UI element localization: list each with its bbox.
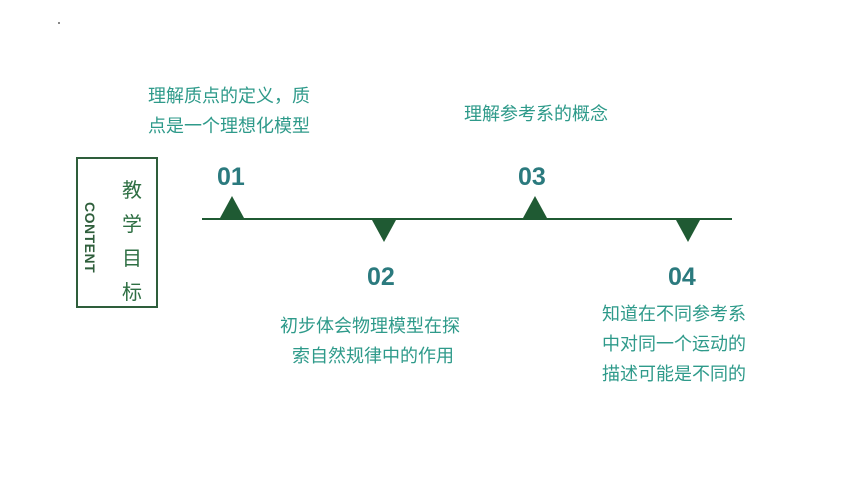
milestone-marker-1: [220, 196, 244, 218]
milestone-3-line-1: 理解参考系的概念: [464, 104, 608, 125]
milestone-marker-2: [372, 220, 396, 242]
goal-char-1: 教: [122, 178, 142, 202]
milestone-4-description: 知道在不同参考系 中对同一个运动的 描述可能是不同的: [602, 300, 746, 390]
milestone-3-number: 03: [518, 163, 546, 191]
milestone-2-line-2: 索自然规律中的作用: [292, 346, 454, 367]
milestone-3-description: 理解参考系的概念: [464, 100, 608, 130]
milestone-2-number: 02: [367, 263, 395, 291]
milestone-4-line-1: 知道在不同参考系: [602, 304, 746, 325]
decorative-dot: [58, 22, 60, 24]
goal-char-2: 学: [122, 212, 142, 236]
content-label: CONTENT: [82, 202, 98, 274]
milestone-1-line-1: 理解质点的定义，质: [148, 86, 310, 107]
goal-char-3: 目: [122, 246, 142, 270]
milestone-1-number: 01: [217, 163, 245, 191]
milestone-1-description: 理解质点的定义，质 点是一个理想化模型: [148, 82, 310, 142]
milestone-4-number: 04: [668, 263, 696, 291]
milestone-marker-3: [523, 196, 547, 218]
milestone-1-line-2: 点是一个理想化模型: [148, 116, 310, 137]
milestone-2-line-1: 初步体会物理模型在探: [280, 316, 460, 337]
milestone-marker-4: [676, 220, 700, 242]
timeline-line: [202, 218, 732, 220]
milestone-4-line-3: 描述可能是不同的: [602, 364, 746, 385]
section-label-box: [76, 157, 158, 308]
goal-char-4: 标: [122, 280, 142, 304]
milestone-4-line-2: 中对同一个运动的: [602, 334, 746, 355]
milestone-2-description: 初步体会物理模型在探 索自然规律中的作用: [280, 312, 460, 372]
